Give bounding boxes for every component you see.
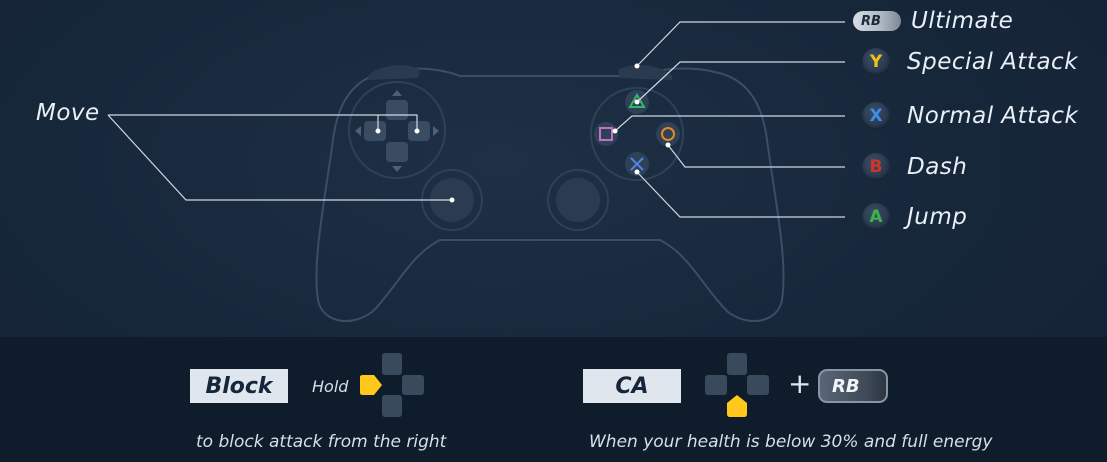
move-label: Move (36, 100, 100, 126)
block-dpad-icon (360, 353, 424, 417)
ca-plus: + (788, 367, 812, 400)
b-badge: B (862, 153, 890, 181)
right-stick (556, 178, 600, 222)
y-badge: Y (862, 48, 890, 76)
dpad-arrows (355, 90, 439, 172)
ca-rb-badge: RB (818, 369, 888, 403)
a-badge: A (862, 203, 890, 231)
dpad-ring (348, 81, 446, 179)
face-ring (590, 87, 684, 181)
block-dpad-down (382, 395, 402, 417)
jump-leader (636, 171, 845, 218)
block-dpad-left-highlight (360, 375, 382, 395)
ca-hint: When your health is below 30% and full e… (589, 432, 993, 452)
ca-dpad-up (727, 353, 747, 375)
dpad (364, 100, 430, 162)
block-key: Block (190, 369, 288, 403)
bottom-hints-bar: Block Hold to block attack from the righ… (0, 337, 1107, 462)
dpad-up (386, 100, 408, 120)
move-leader-top-right (378, 114, 418, 131)
ca-dpad-icon (705, 353, 769, 417)
controller-outline (315, 67, 785, 322)
left-bumper (368, 65, 420, 80)
special-leader (636, 61, 845, 103)
ultimate-label: Ultimate (911, 8, 1014, 34)
ca-key: CA (583, 369, 681, 403)
square-button (594, 122, 618, 146)
ultimate-leader (636, 21, 845, 67)
circle-button (656, 122, 680, 146)
special-attack-label: Special Attack (907, 49, 1079, 75)
triangle-symbol (628, 93, 646, 108)
right-stick-ring (547, 169, 609, 231)
ca-dpad-left (705, 375, 727, 395)
dpad-down (386, 142, 408, 162)
jump-label: Jump (907, 204, 968, 230)
block-dpad-right (402, 375, 424, 395)
normal-leader (614, 115, 845, 132)
dash-leader (667, 144, 845, 168)
leader-dots (375, 63, 671, 203)
cross-symbol (630, 157, 644, 171)
rb-badge: RB (853, 11, 901, 31)
block-hint: to block attack from the right (196, 432, 447, 452)
x-badge: X (862, 102, 890, 130)
circle-symbol (661, 127, 675, 141)
leader-lines (107, 21, 845, 218)
normal-attack-label: Normal Attack (907, 103, 1079, 129)
block-hold-text: Hold (312, 377, 349, 396)
square-symbol (599, 127, 613, 141)
block-dpad-up (382, 353, 402, 375)
right-bumper (618, 65, 672, 80)
ca-dpad-down-highlight (727, 395, 747, 417)
move-leader-bottom (107, 114, 452, 201)
dash-label: Dash (907, 154, 968, 180)
controller-diagram (107, 21, 845, 322)
ca-dpad-right (747, 375, 769, 395)
dpad-left (364, 121, 386, 141)
